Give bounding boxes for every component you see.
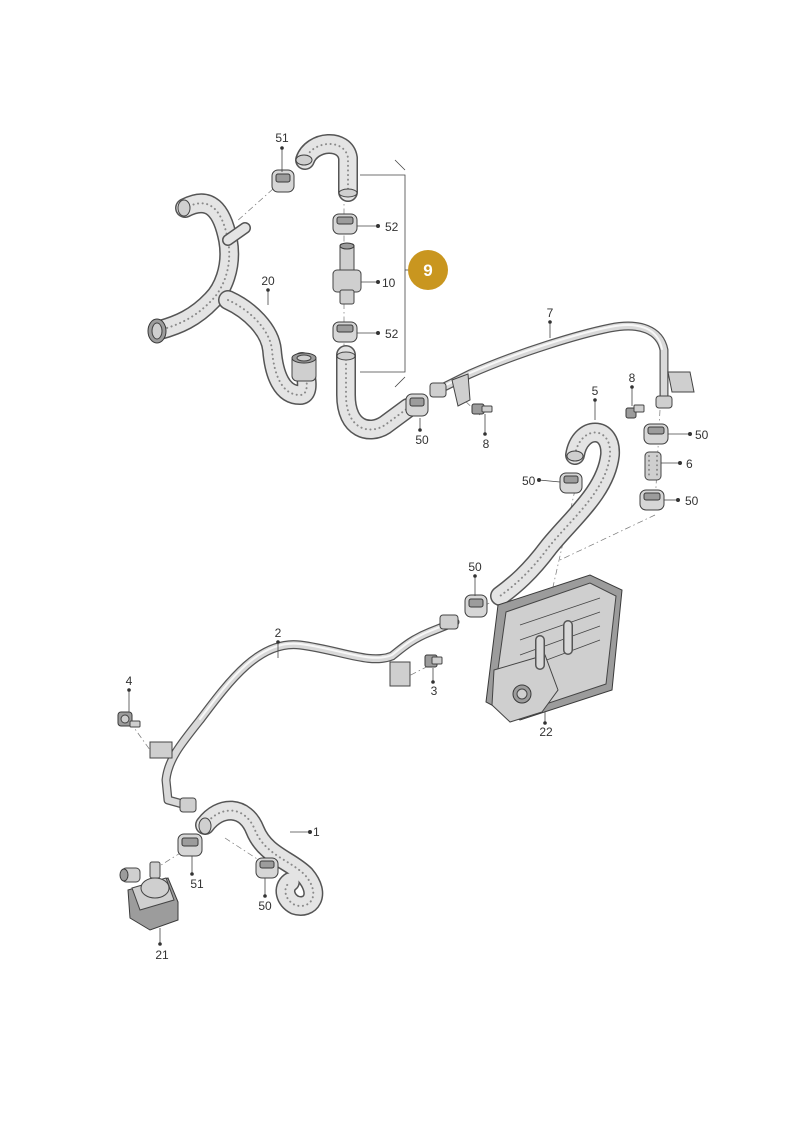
hose-upper-short <box>295 134 358 202</box>
callout-labels: 51 52 10 52 20 7 50 8 8 5 50 6 50 50 50 … <box>126 131 709 962</box>
callout-2: 2 <box>275 626 282 640</box>
callout-10: 10 <box>382 276 396 290</box>
callout-21: 21 <box>155 948 169 962</box>
clip-50-mid <box>464 594 488 618</box>
callout-4: 4 <box>126 674 133 688</box>
callout-20: 20 <box>261 274 275 288</box>
callout-50-mid: 50 <box>468 560 482 574</box>
valve-part-10 <box>332 242 362 305</box>
bolt-4 <box>117 711 141 728</box>
clip-50-right-bottom <box>639 489 665 511</box>
callout-badge-9: 9 <box>408 250 448 290</box>
callout-50-right-bottom: 50 <box>685 494 699 508</box>
pipe-part-2 <box>149 614 460 813</box>
bolt-8-right <box>625 404 645 419</box>
hose-part-1 <box>195 800 324 916</box>
clip-50-bottom <box>255 857 279 879</box>
callout-50-right-top: 50 <box>695 428 709 442</box>
clip-50-left <box>559 472 583 494</box>
pump-part-21 <box>119 861 179 931</box>
clip-52-top <box>332 213 358 235</box>
clip-51-top <box>271 169 295 193</box>
hose-part-5 <box>490 422 620 606</box>
hose-lower-short <box>336 345 418 440</box>
callout-22: 22 <box>539 725 553 739</box>
callout-5: 5 <box>592 384 599 398</box>
callout-1: 1 <box>313 825 320 839</box>
clip-52-bottom <box>332 321 358 343</box>
callout-50-left: 50 <box>522 474 536 488</box>
badge-label: 9 <box>423 261 432 280</box>
heat-exchanger-part-22 <box>485 574 623 723</box>
callout-50-bottom: 50 <box>258 899 272 913</box>
leader-lines <box>127 146 692 946</box>
hose-part-6 <box>644 451 662 481</box>
callout-8-upper: 8 <box>483 437 490 451</box>
bolt-3 <box>424 654 443 668</box>
bolt-8-upper <box>471 403 493 415</box>
badge-circle <box>408 250 448 290</box>
pipe-part-7 <box>429 321 695 409</box>
clip-51-bottom <box>177 833 203 857</box>
callout-52-top: 52 <box>385 220 399 234</box>
callout-51-bottom: 51 <box>190 877 204 891</box>
callout-6: 6 <box>686 457 693 471</box>
clip-50-upper <box>405 393 429 417</box>
group-bracket <box>360 159 416 388</box>
clip-50-right-top <box>643 423 669 445</box>
callout-7: 7 <box>547 306 554 320</box>
callout-51-top: 51 <box>275 131 289 145</box>
callout-3: 3 <box>431 684 438 698</box>
hose-part-20 <box>147 193 317 405</box>
callout-50-upper: 50 <box>415 433 429 447</box>
callout-52-bottom: 52 <box>385 327 399 341</box>
callout-8-right: 8 <box>629 371 636 385</box>
